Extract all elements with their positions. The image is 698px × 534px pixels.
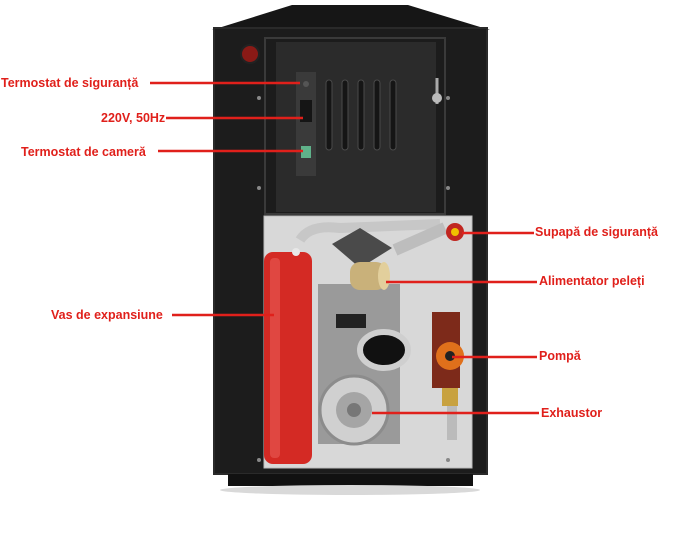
- boiler-hood: [212, 5, 490, 30]
- power-socket: [300, 100, 312, 122]
- top-fitting: [240, 44, 260, 64]
- label-power: 220V, 50Hz: [101, 111, 166, 125]
- label-pump: Pompă: [539, 349, 581, 363]
- label-safety-valve: Supapă de siguranță: [535, 225, 658, 239]
- vent-slots: [325, 79, 397, 151]
- supply-pipe: [295, 219, 441, 244]
- pellet-feeder: [350, 262, 386, 290]
- label-room-thermostat: Termostat de cameră: [21, 145, 146, 159]
- label-expansion-vessel: Vas de expansiune: [51, 308, 163, 322]
- feeder-bracket: [332, 228, 392, 268]
- leader-lines: [150, 81, 539, 415]
- room-thermostat-connector: [301, 146, 311, 158]
- label-exhaust-fan: Exhaustor: [541, 406, 603, 420]
- control-strip: [296, 72, 316, 176]
- exhaust-duct: [357, 329, 411, 371]
- burner-door: [336, 314, 366, 328]
- label-pellet-feeder: Alimentator peleți: [539, 274, 645, 288]
- label-safety-thermostat: Termostat de siguranță: [1, 76, 139, 90]
- safety-thermostat-knob: [303, 81, 309, 87]
- boiler-base: [228, 474, 473, 486]
